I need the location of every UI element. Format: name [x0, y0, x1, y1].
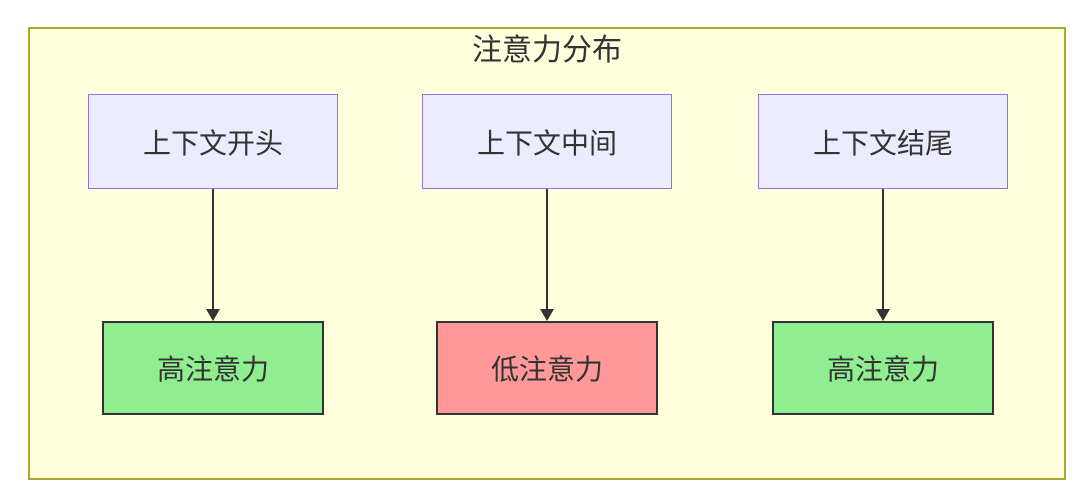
context-end-node: 上下文结尾 — [758, 94, 1008, 189]
context-middle-label: 上下文中间 — [476, 127, 617, 159]
context-start-label: 上下文开头 — [142, 127, 283, 159]
attention-end-node: 高注意力 — [772, 321, 994, 415]
attention-start-node: 高注意力 — [102, 321, 324, 415]
attention-start-label: 高注意力 — [156, 354, 269, 385]
arrow-shaft — [546, 189, 548, 310]
diagram-container: 注意力分布 上下文开头 高注意力 上下文中间 低注意力 上下文结尾 — [28, 27, 1066, 480]
arrowhead-icon — [540, 309, 554, 321]
context-end-label: 上下文结尾 — [812, 127, 953, 159]
diagram-title: 注意力分布 — [472, 34, 622, 67]
attention-middle-label: 低注意力 — [490, 354, 603, 385]
arrow-shaft — [882, 189, 884, 310]
arrow-shaft — [212, 189, 214, 310]
flow-arrow-middle — [540, 189, 554, 321]
context-middle-node: 上下文中间 — [422, 94, 672, 189]
context-start-node: 上下文开头 — [88, 94, 338, 189]
attention-end-label: 高注意力 — [826, 354, 939, 385]
arrowhead-icon — [876, 309, 890, 321]
attention-middle-node: 低注意力 — [436, 321, 658, 415]
arrowhead-icon — [206, 309, 220, 321]
flow-arrow-start — [206, 189, 220, 321]
flow-arrow-end — [876, 189, 890, 321]
